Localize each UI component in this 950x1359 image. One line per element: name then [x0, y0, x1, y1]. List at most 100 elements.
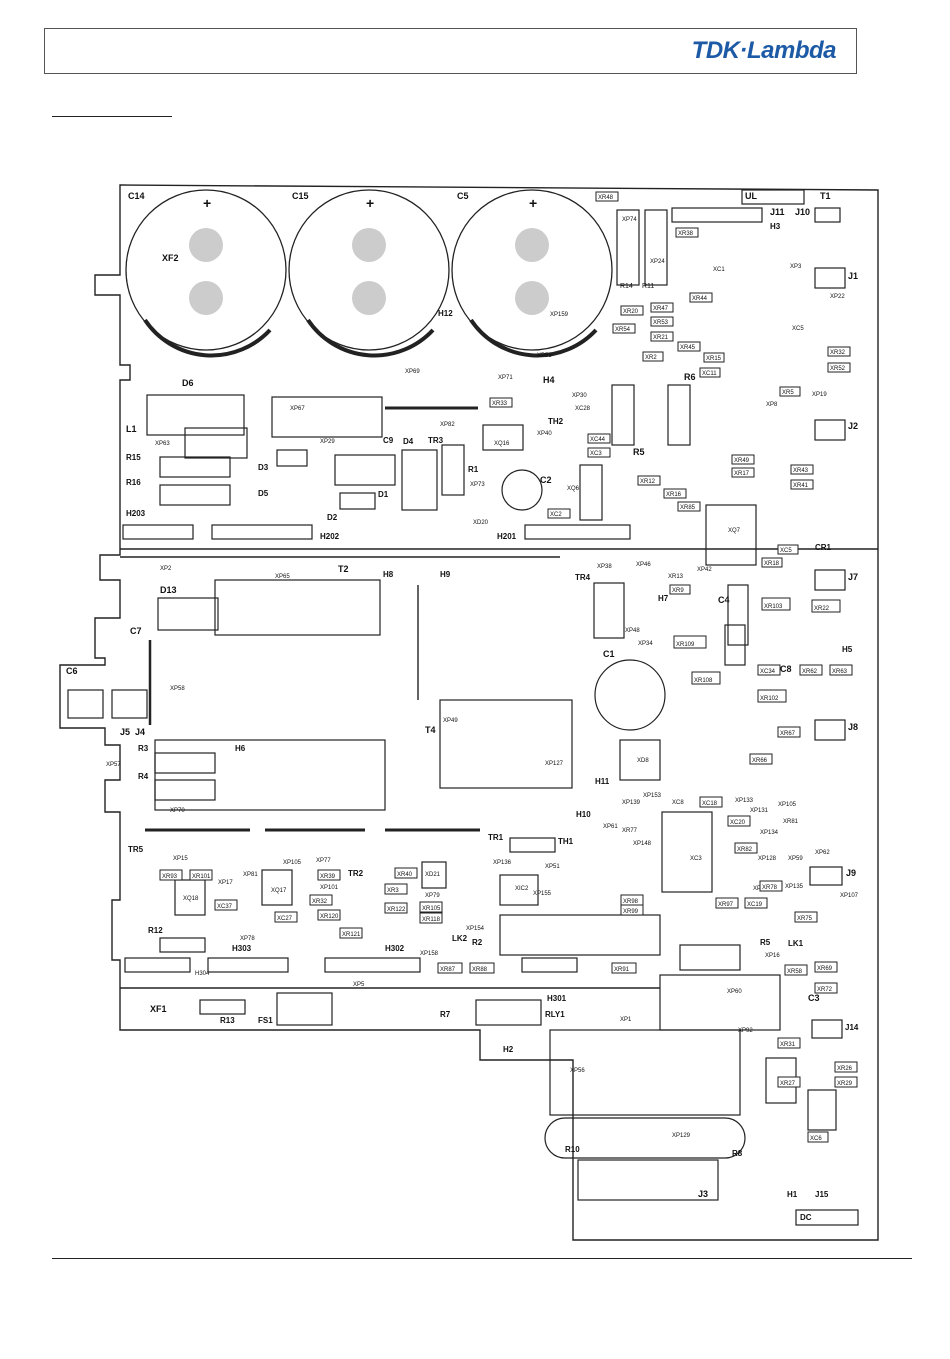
component-xd8: [619, 739, 661, 781]
component-xq16: [482, 424, 524, 451]
component-c9: [334, 454, 396, 486]
designator-label: XP71: [498, 375, 513, 381]
board-outline: [59, 184, 879, 1241]
designator-box: XR78: [759, 880, 783, 892]
designator-label: D5: [258, 489, 269, 498]
designator-label: TH2: [548, 417, 564, 426]
designator-box-label: XC6: [810, 1136, 822, 1142]
designator-box: XR82: [734, 842, 758, 854]
designator-label: H301: [547, 994, 567, 1003]
designator-label: R14: [620, 283, 633, 290]
designator-label: J3: [698, 1189, 708, 1199]
designator-box: XR69: [814, 961, 838, 973]
designator-label: XP16: [765, 953, 780, 959]
component-j3: [577, 1159, 719, 1201]
designator-box-outline: [673, 635, 707, 649]
designator-box: XC5: [777, 544, 799, 555]
designator-box-outline: [317, 909, 341, 921]
designator-label: XF2: [162, 253, 179, 263]
designator-label: XP78: [240, 936, 255, 942]
designator-label: R5: [760, 938, 771, 947]
designator-label: XP46: [636, 562, 651, 568]
designator-label: XP34: [638, 641, 653, 647]
designator-box-label: XR87: [440, 967, 456, 973]
designator-label: XP42: [697, 567, 712, 573]
plus-sign: +: [529, 195, 537, 211]
designator-box: XR17: [731, 467, 755, 478]
designator-label: TH1: [558, 837, 574, 846]
designator-label: XP8: [766, 402, 778, 408]
designator-box-label: XC20: [730, 820, 746, 826]
designator-label: R4: [138, 772, 149, 781]
designator-label: XIC2: [515, 886, 529, 892]
designator-label: XP22: [830, 294, 845, 300]
designator-label: R8: [732, 1149, 743, 1158]
designator-label: XP135: [785, 884, 804, 890]
component-j7: [814, 569, 846, 591]
designator-box-outline: [620, 305, 644, 316]
designator-box: XC19: [744, 897, 768, 909]
header-h302: [324, 957, 421, 973]
designator-box: XR97: [715, 897, 739, 909]
designator-label: J2: [848, 421, 858, 431]
designator-box-outline: [675, 227, 699, 238]
component-c2: [501, 469, 543, 511]
designator-label: C6: [66, 666, 78, 676]
designator-label: XP69: [405, 369, 420, 375]
designator-label: UL: [745, 191, 757, 201]
designator-label: H8: [383, 570, 394, 579]
designator-box-outline: [799, 664, 823, 676]
designator-box-label: XR109: [676, 642, 695, 648]
designator-box: XR54: [612, 323, 636, 334]
component-r13: [199, 999, 246, 1015]
component-j4: [111, 689, 148, 719]
component-r12: [159, 937, 206, 953]
designator-box-outline: [650, 316, 674, 327]
designator-box-label: XR16: [666, 492, 682, 498]
designator-label: H2: [503, 1045, 514, 1054]
designator-label: XR81: [783, 819, 799, 825]
designator-label: TR5: [128, 845, 144, 854]
designator-box-outline: [489, 397, 513, 408]
header-h201: [524, 524, 631, 540]
component-lk2-block: [499, 914, 661, 956]
designator-box: XR91: [611, 962, 637, 974]
designator-label: C1: [603, 649, 615, 659]
tdk-lambda-logo: TDK·Lambda: [691, 37, 837, 64]
designator-label: T1: [820, 191, 831, 201]
designator-label: XP105: [778, 802, 797, 808]
designator-box-outline: [612, 323, 636, 334]
designator-label: H303: [232, 944, 252, 953]
designator-label: J7: [848, 572, 858, 582]
designator-label: XP65: [275, 574, 290, 580]
designator-box-label: XR75: [797, 916, 813, 922]
designator-label: XP139: [622, 800, 641, 806]
designator-label: H9: [440, 570, 451, 579]
designator-box: XR63: [829, 664, 853, 676]
designator-box: XR15: [703, 352, 725, 363]
designator-label: LK1: [788, 939, 804, 948]
designator-label: XP60: [727, 989, 742, 995]
designator-box-outline: [677, 341, 701, 352]
component-xc3: [661, 811, 713, 893]
designator-label: R11: [642, 283, 654, 290]
designator-box-label: XR41: [793, 483, 809, 489]
component-xc7: [705, 504, 757, 566]
designator-label: XD8: [637, 758, 649, 764]
designator-box: XR21: [650, 331, 674, 342]
designator-label: XP101: [320, 885, 339, 891]
designator-box-label: XR48: [598, 195, 614, 201]
designator-box-outline: [663, 488, 687, 499]
designator-box-outline: [777, 1037, 801, 1049]
designator-label: XP59: [788, 856, 803, 862]
designator-label: XQ7: [728, 528, 741, 534]
designator-box: XR52: [827, 362, 851, 373]
designator-box-label: XR39: [320, 874, 336, 880]
designator-label: XP67: [290, 406, 305, 412]
component-r6: [667, 384, 691, 446]
designator-box-outline: [727, 815, 751, 827]
component-r7: [475, 999, 542, 1026]
component-c1: [594, 659, 666, 731]
designator-box-label: XR93: [162, 874, 178, 880]
